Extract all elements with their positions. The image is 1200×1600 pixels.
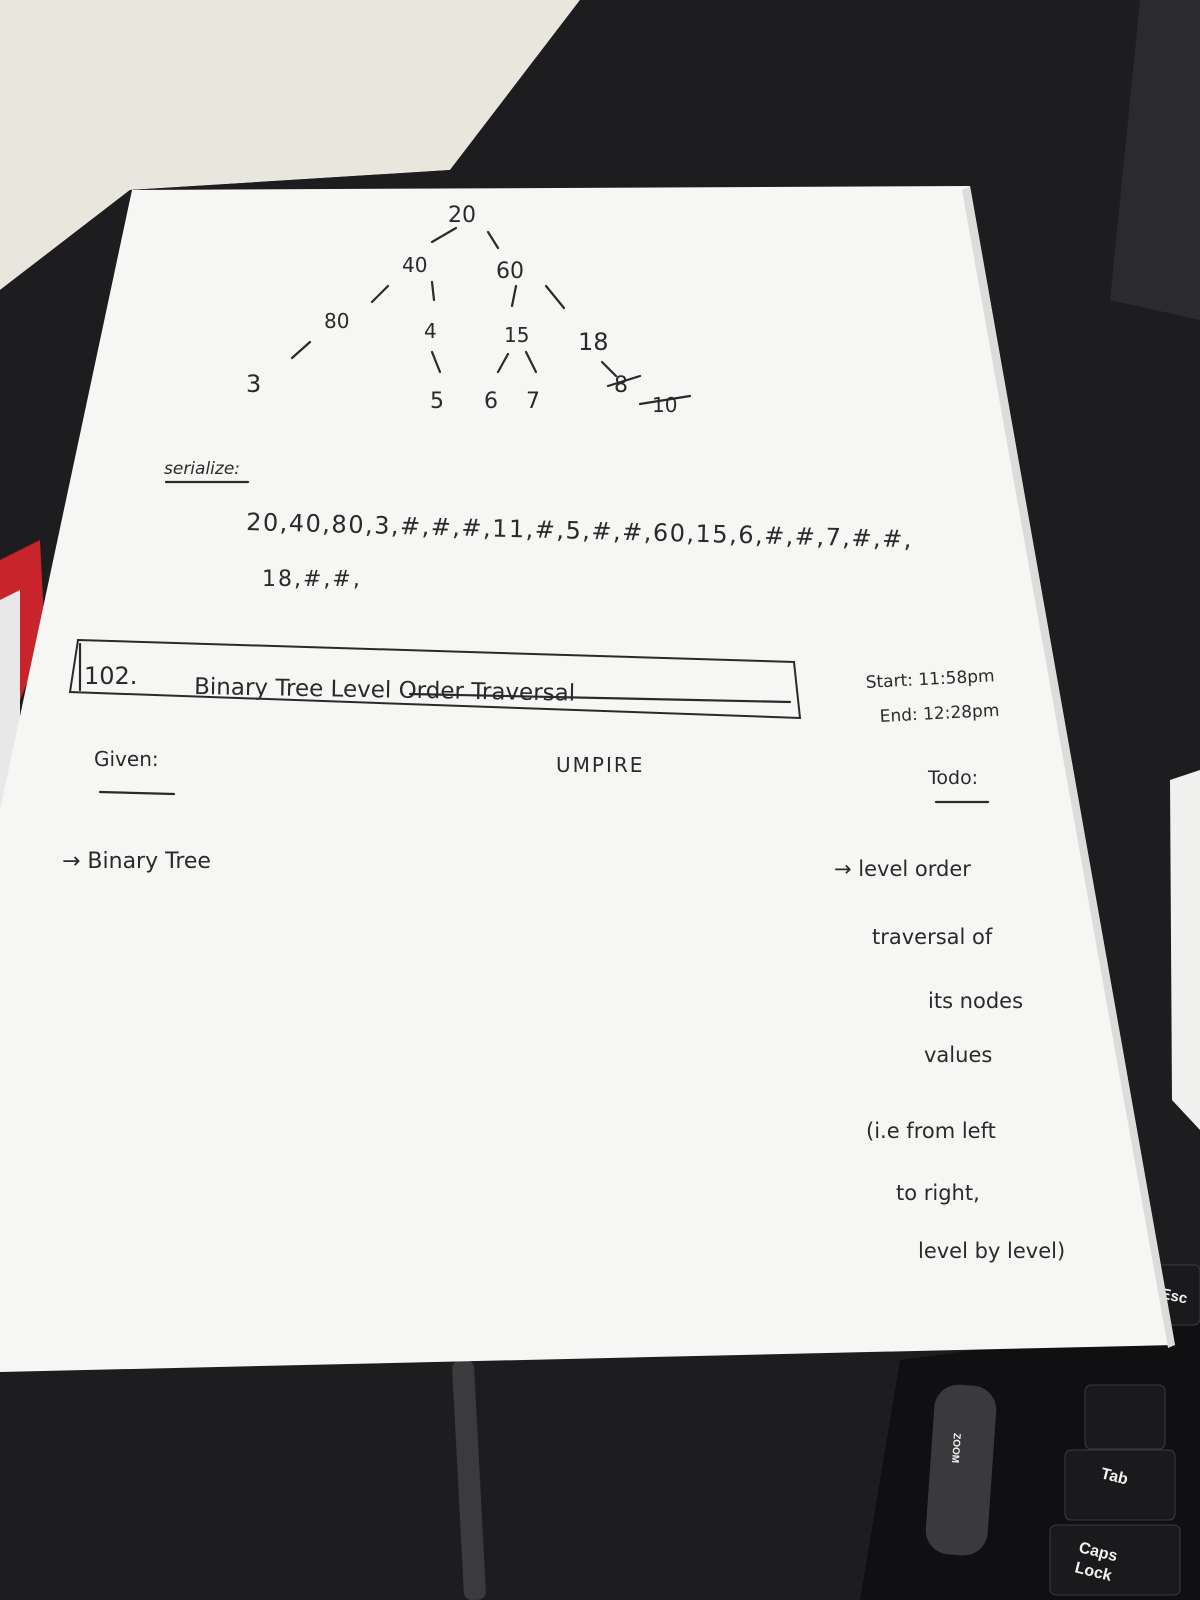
edge-15-7 (524, 350, 538, 374)
strike-10 (638, 394, 692, 406)
given-underline (98, 790, 176, 796)
key-caps (1049, 1524, 1181, 1596)
node-80: 80 (324, 309, 349, 333)
edge-40-80 (370, 284, 390, 304)
edge-20-60 (486, 230, 500, 250)
problem-number: 102. (84, 662, 137, 690)
key-backtick (1084, 1384, 1166, 1450)
pen (452, 1360, 486, 1600)
umpire-note: UMPIRE (556, 753, 644, 777)
serialize-line-2: 18,#,#, (262, 567, 362, 592)
key-tab (1064, 1449, 1176, 1521)
todo-section: Todo: → level order traversal of its nod… (834, 767, 1065, 1263)
todo-line-5: (i.e from left (866, 1119, 996, 1143)
tab-label: Tab (1099, 1465, 1130, 1488)
paper-stack (1170, 770, 1200, 1130)
todo-line-4: values (924, 1043, 992, 1067)
node-6: 6 (484, 389, 498, 414)
node-5: 5 (430, 389, 444, 414)
node-15: 15 (504, 323, 529, 347)
zoom-key (925, 1384, 997, 1556)
todo-line-2: traversal of (872, 925, 993, 949)
todo-line-6: to right, (896, 1181, 980, 1205)
edge-15-6 (496, 352, 510, 374)
todo-line-3: its nodes (928, 989, 1023, 1013)
strike-8 (606, 374, 642, 388)
wall (0, 0, 580, 290)
edge-20-40 (430, 226, 458, 244)
monitor-edge (1110, 0, 1200, 320)
todo-line-7: level by level) (918, 1239, 1065, 1263)
node-40: 40 (402, 253, 427, 277)
paper-shadow (962, 186, 1175, 1348)
node-18: 18 (578, 328, 609, 356)
node-60: 60 (496, 259, 524, 284)
edge-60-18 (544, 284, 566, 310)
given-item: → Binary Tree (62, 849, 211, 874)
serialize-label: serialize: (164, 459, 240, 479)
edge-40-4 (430, 280, 436, 302)
node-4: 4 (424, 319, 437, 343)
title-box (68, 638, 802, 720)
tree-diagram: 20 40 60 80 4 15 18 3 5 6 7 8 10 (246, 203, 692, 417)
node-7: 7 (526, 389, 540, 414)
node-3: 3 (246, 370, 261, 398)
edge-60-15 (510, 284, 518, 308)
crossed-10: 10 (652, 393, 677, 417)
zoom-label: ZOOM (949, 1433, 962, 1464)
given-label: Given: (94, 747, 159, 771)
crossed-8: 8 (614, 373, 628, 398)
edge-80-3 (290, 340, 312, 360)
edge-4-5 (430, 350, 442, 374)
todo-label: Todo: (927, 767, 978, 789)
edge-18-x (600, 360, 618, 378)
title-strike (408, 692, 792, 704)
paper-sheet (0, 186, 1175, 1372)
given-section: Given: → Binary Tree (62, 747, 211, 874)
todo-line-1: → level order (834, 857, 971, 881)
node-20: 20 (448, 203, 476, 228)
